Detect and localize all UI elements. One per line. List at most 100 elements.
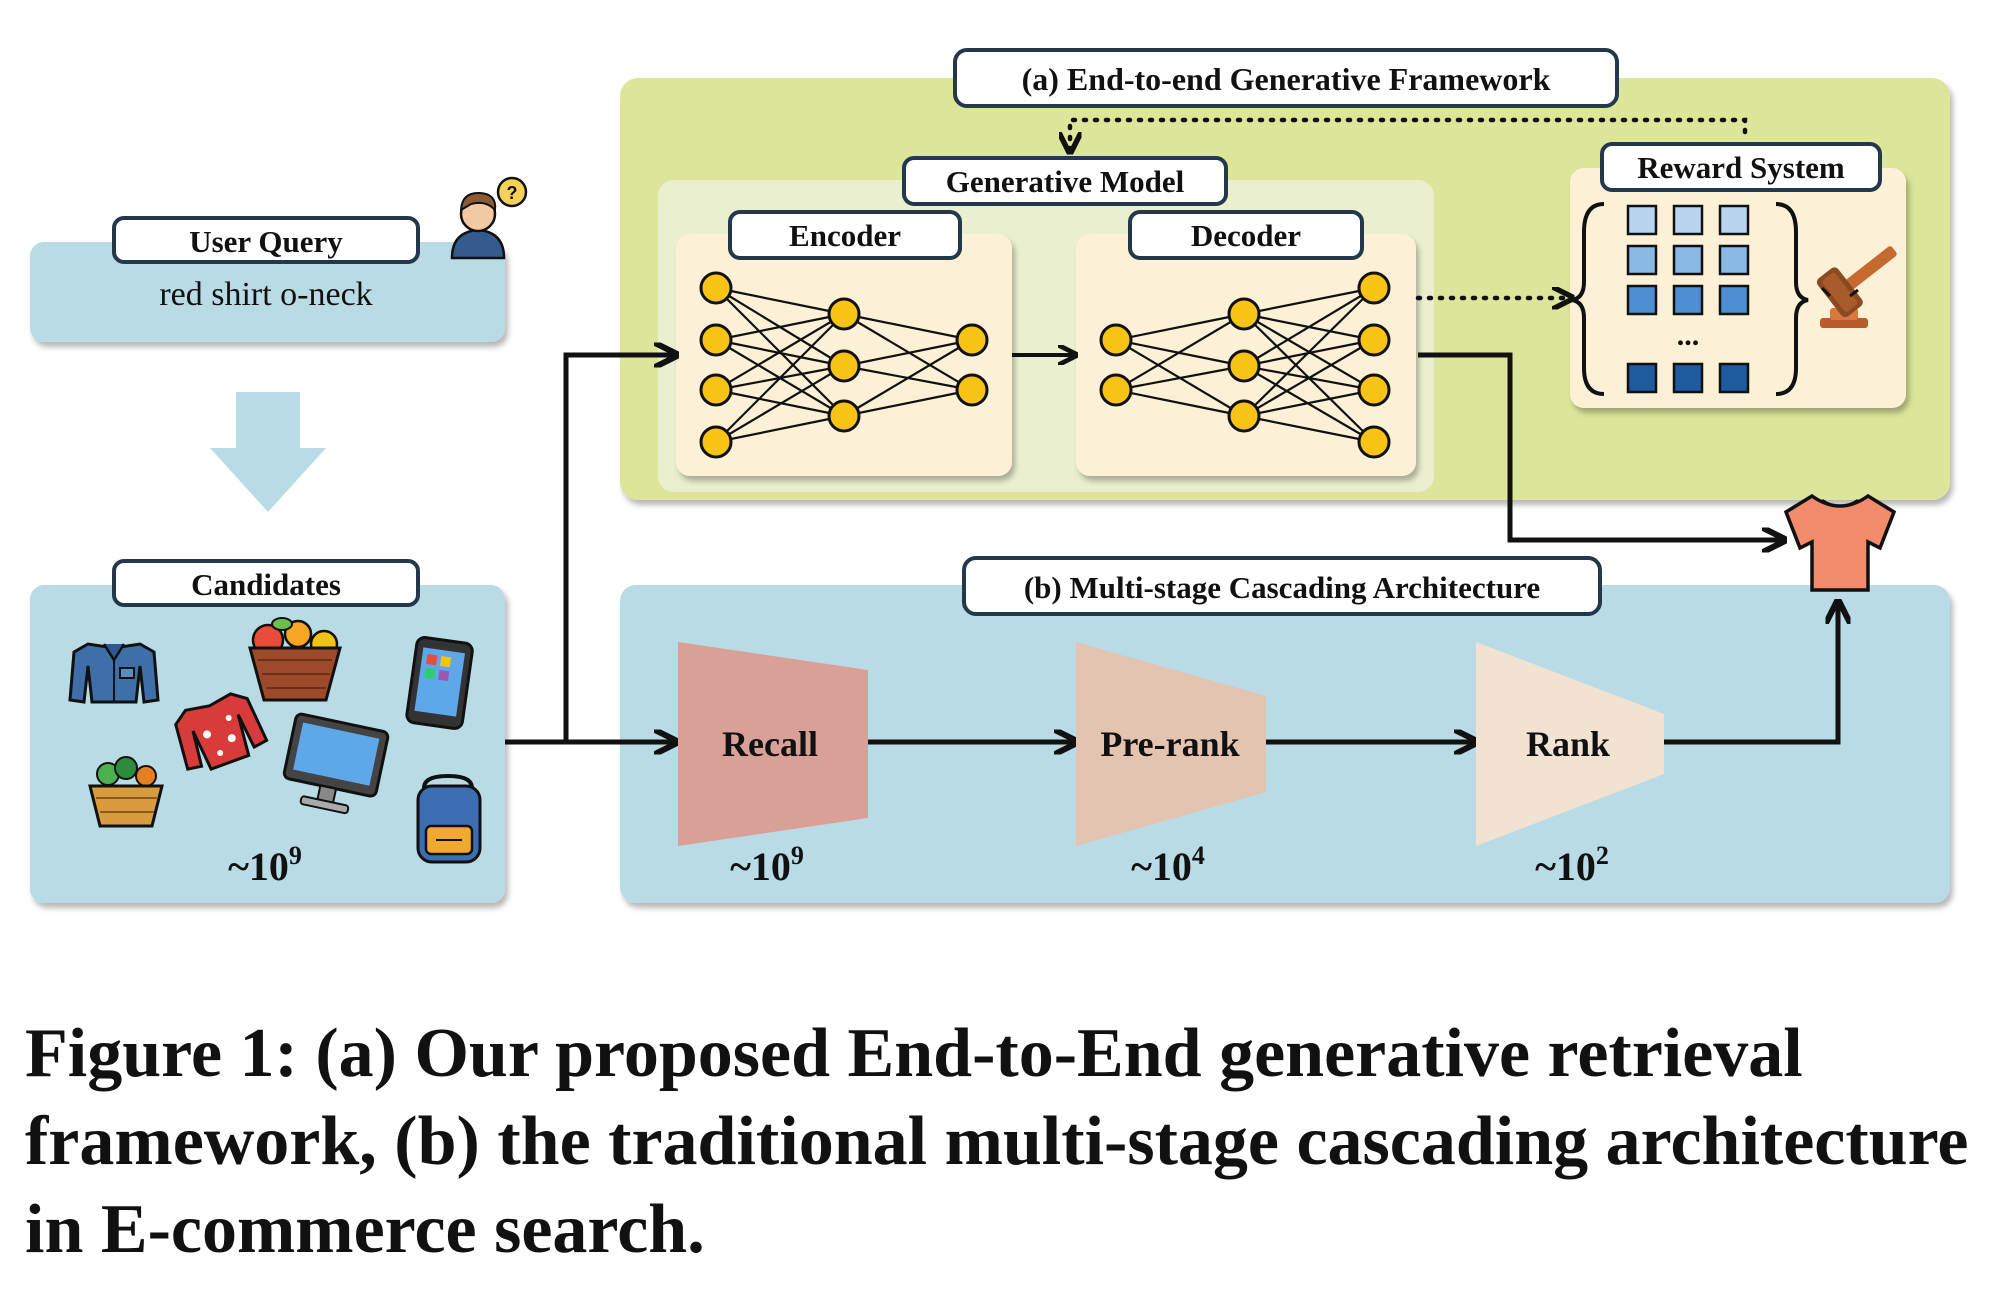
recall-count: ~109 bbox=[730, 841, 804, 889]
generative-framework-title-box: (a) End-to-end Generative Framework bbox=[953, 48, 1619, 108]
reward-cell bbox=[1626, 284, 1658, 316]
network-edge bbox=[715, 313, 845, 443]
vegetable-basket-icon bbox=[88, 756, 164, 828]
network-edge bbox=[1243, 286, 1375, 316]
network-edge bbox=[1243, 414, 1375, 444]
tablet-icon bbox=[405, 636, 474, 730]
network-node bbox=[699, 373, 733, 407]
reward-cell bbox=[1672, 284, 1704, 316]
reward-cell bbox=[1672, 362, 1704, 394]
network-edge bbox=[1115, 388, 1245, 418]
pre-rank-funnel bbox=[1076, 642, 1266, 846]
encoder-title: Encoder bbox=[789, 218, 901, 253]
network-node bbox=[1227, 297, 1261, 331]
reward-cell bbox=[1672, 204, 1704, 236]
network-node bbox=[1099, 373, 1133, 407]
pre-rank-label: Pre-rank bbox=[1100, 724, 1239, 764]
network-edge bbox=[1243, 287, 1375, 417]
reward-ellipsis: ... bbox=[1677, 319, 1700, 352]
stage-rank: Rank ~102 bbox=[1476, 642, 1664, 889]
candidates-count: ~109 bbox=[228, 841, 302, 889]
network-edge bbox=[1115, 313, 1245, 391]
cascading-architecture-title: (b) Multi-stage Cascading Architecture bbox=[1024, 570, 1540, 605]
candidates-title-box: Candidates bbox=[112, 559, 420, 607]
framework-diagram: (a) End-to-end Generative Framework Gene… bbox=[30, 48, 1950, 903]
network-node bbox=[1227, 399, 1261, 433]
network-edge bbox=[843, 339, 973, 417]
denim-shirt-icon bbox=[68, 642, 160, 704]
reward-grid: ... bbox=[1571, 202, 1809, 396]
network-edge bbox=[1115, 364, 1245, 392]
recall-label: Recall bbox=[722, 724, 818, 764]
reward-cell bbox=[1626, 362, 1658, 394]
reward-cell bbox=[1626, 244, 1658, 276]
network-node bbox=[1357, 271, 1391, 305]
network-edge bbox=[1243, 287, 1375, 367]
question-person-icon: ? bbox=[450, 176, 528, 260]
user-query-title-box: User Query bbox=[112, 216, 420, 264]
network-edge bbox=[1115, 312, 1245, 342]
reward-system-title-box: Reward System bbox=[1600, 142, 1882, 192]
network-node bbox=[1099, 323, 1133, 357]
network-edge bbox=[715, 365, 845, 443]
recall-funnel bbox=[678, 642, 868, 846]
decoder-title-box: Decoder bbox=[1128, 210, 1364, 260]
right-brace bbox=[1775, 202, 1809, 396]
network-node bbox=[1357, 323, 1391, 357]
network-edge bbox=[1243, 388, 1375, 418]
generative-model-title: Generative Model bbox=[946, 164, 1185, 199]
cascading-architecture-title-box: (b) Multi-stage Cascading Architecture bbox=[962, 556, 1602, 616]
rank-to-output-arrow bbox=[1664, 604, 1838, 745]
network-node bbox=[699, 323, 733, 357]
candidates-to-encoder-arrow bbox=[563, 355, 674, 742]
network-node bbox=[1357, 425, 1391, 459]
reward-cell bbox=[1626, 204, 1658, 236]
reward-cell bbox=[1718, 284, 1750, 316]
reward-cell bbox=[1718, 244, 1750, 276]
pre-rank-count: ~104 bbox=[1131, 841, 1205, 889]
network-edge bbox=[843, 388, 973, 418]
network-node bbox=[827, 297, 861, 331]
network-edge bbox=[843, 312, 973, 342]
decoder-title: Decoder bbox=[1191, 218, 1301, 253]
decoder-network bbox=[1099, 271, 1391, 459]
user-query-text: red shirt o-neck bbox=[159, 276, 372, 313]
network-edge bbox=[715, 414, 845, 444]
shirt-icon bbox=[1783, 493, 1897, 592]
backpack-icon bbox=[416, 773, 482, 864]
svg-text:?: ? bbox=[507, 183, 518, 203]
monitor-icon bbox=[282, 712, 390, 815]
encoder-title-box: Encoder bbox=[728, 210, 962, 260]
network-edge bbox=[843, 338, 973, 368]
stage-recall: Recall ~109 bbox=[678, 642, 868, 889]
hawaiian-shirt-icon bbox=[174, 692, 269, 771]
network-node bbox=[699, 271, 733, 305]
network-node bbox=[1357, 373, 1391, 407]
user-query-box bbox=[30, 242, 505, 342]
gavel-icon bbox=[1816, 246, 1897, 328]
network-node bbox=[699, 425, 733, 459]
network-node bbox=[1227, 349, 1261, 383]
fruit-basket-icon bbox=[248, 617, 342, 702]
network-edge bbox=[1243, 339, 1375, 417]
generative-framework-title: (a) End-to-end Generative Framework bbox=[1022, 61, 1551, 97]
query-to-candidates-arrow bbox=[210, 392, 326, 512]
encoder-network bbox=[699, 271, 989, 459]
generative-model-title-box: Generative Model bbox=[902, 156, 1228, 206]
network-node bbox=[955, 373, 989, 407]
user-query-title: User Query bbox=[189, 224, 343, 259]
network-edge bbox=[715, 312, 845, 342]
network-node bbox=[955, 323, 989, 357]
figure-caption: Figure 1: (a) Our proposed End-to-End ge… bbox=[25, 1015, 1969, 1268]
rank-label: Rank bbox=[1526, 724, 1610, 764]
reward-cell bbox=[1672, 244, 1704, 276]
reward-cell bbox=[1718, 362, 1750, 394]
network-node bbox=[827, 399, 861, 433]
rank-count: ~102 bbox=[1535, 841, 1609, 889]
network-edge bbox=[715, 313, 845, 391]
stage-pre-rank: Pre-rank ~104 bbox=[1076, 642, 1266, 889]
reward-feedback-dotted-arrow bbox=[1070, 117, 1748, 150]
reward-cell bbox=[1718, 204, 1750, 236]
reward-system-title: Reward System bbox=[1637, 150, 1845, 185]
network-node bbox=[827, 349, 861, 383]
